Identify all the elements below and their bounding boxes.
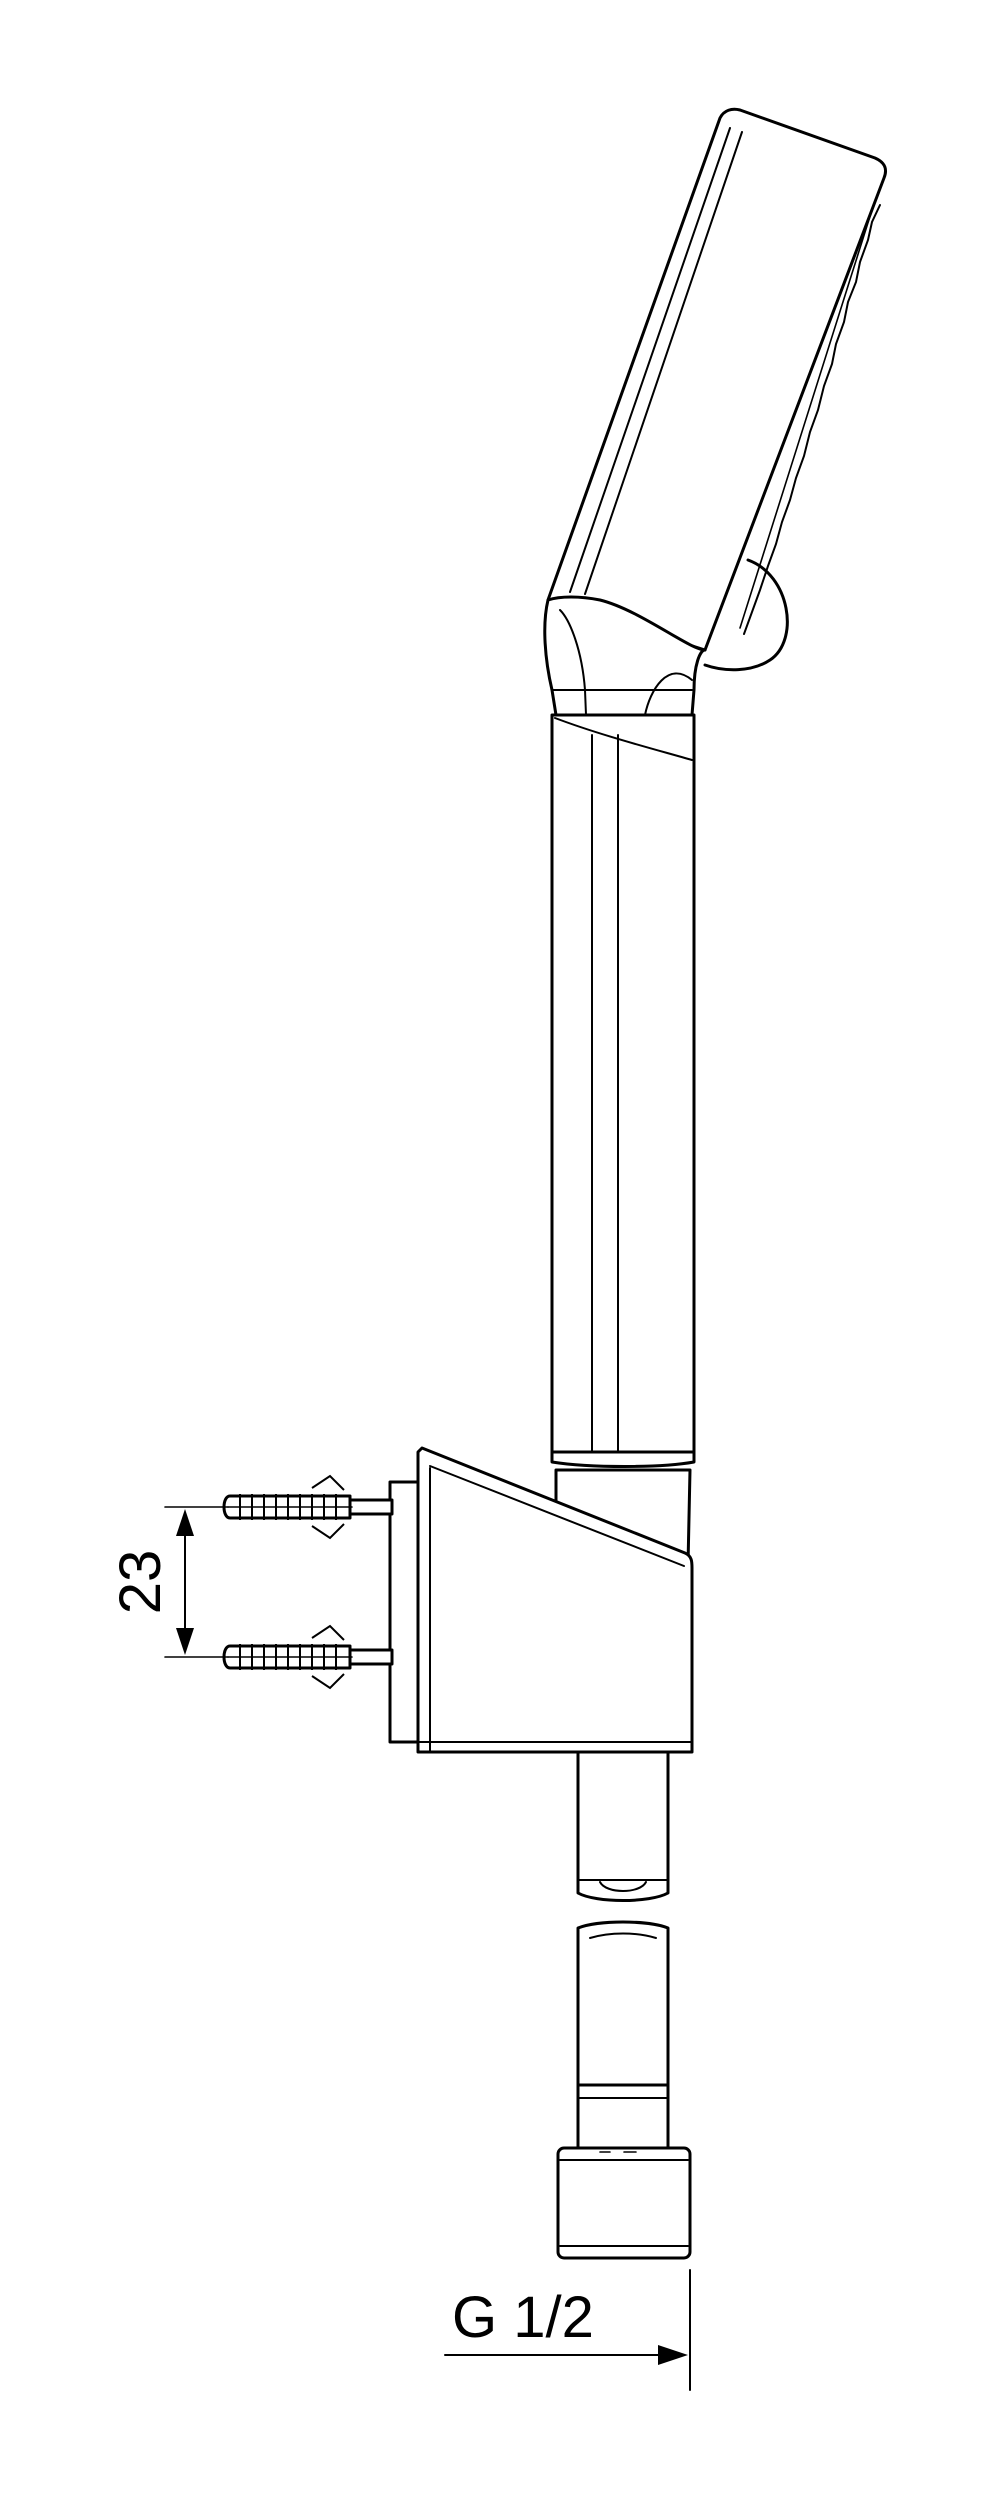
handle-neck bbox=[543, 595, 707, 717]
head-hanger-ring bbox=[703, 558, 789, 672]
wall-bracket bbox=[388, 1446, 694, 1754]
hose-upper-body bbox=[576, 1750, 670, 1902]
mounting-plate bbox=[388, 1480, 420, 1744]
handle-collar bbox=[550, 1450, 696, 1468]
head-face-edge-inner bbox=[584, 131, 743, 595]
hose-upper-end-cap bbox=[599, 1881, 647, 1892]
dim-arrow-up bbox=[176, 1509, 194, 1536]
handle bbox=[550, 713, 696, 1468]
bracket-body bbox=[416, 1446, 694, 1754]
wall-anchor-bottom bbox=[222, 1624, 394, 1690]
anchor-top-screw-shank bbox=[348, 1498, 394, 1516]
head-face-edge bbox=[569, 127, 731, 593]
anchor-top-wings bbox=[311, 1474, 345, 1540]
thread-leader-arrow bbox=[658, 2345, 688, 2365]
handle-top-contour bbox=[554, 717, 693, 761]
neck-curve-left bbox=[559, 609, 587, 716]
bracket-top-face bbox=[429, 1465, 685, 1567]
thread-callout: G 1/2 bbox=[444, 2269, 691, 2391]
head-nozzle-ridge-inner bbox=[739, 209, 873, 629]
thread-size-label: G 1/2 bbox=[452, 2285, 594, 2350]
hose-ferrule bbox=[576, 2083, 670, 2150]
hose-lower-body bbox=[576, 1920, 670, 2087]
hose-connection-nut bbox=[556, 2146, 692, 2260]
wall-anchor-top bbox=[222, 1474, 394, 1540]
head-nozzle-ridge bbox=[743, 204, 881, 635]
dimension-anchor-spacing: 23 bbox=[108, 1506, 229, 1658]
anchor-bottom-screw-shank bbox=[348, 1648, 394, 1666]
shower-head bbox=[546, 107, 888, 672]
head-body bbox=[546, 107, 888, 652]
anchor-bottom-wings bbox=[311, 1624, 345, 1690]
dimension-label-23: 23 bbox=[108, 1550, 173, 1615]
handle-body bbox=[550, 713, 696, 1462]
nut-body bbox=[556, 2146, 692, 2260]
dim-arrow-down bbox=[176, 1628, 194, 1655]
hose-lower bbox=[576, 1920, 670, 2150]
hose-lower-cut-contour bbox=[589, 1932, 657, 1939]
hose-upper bbox=[576, 1750, 670, 1902]
neck-curve-right bbox=[644, 672, 693, 716]
